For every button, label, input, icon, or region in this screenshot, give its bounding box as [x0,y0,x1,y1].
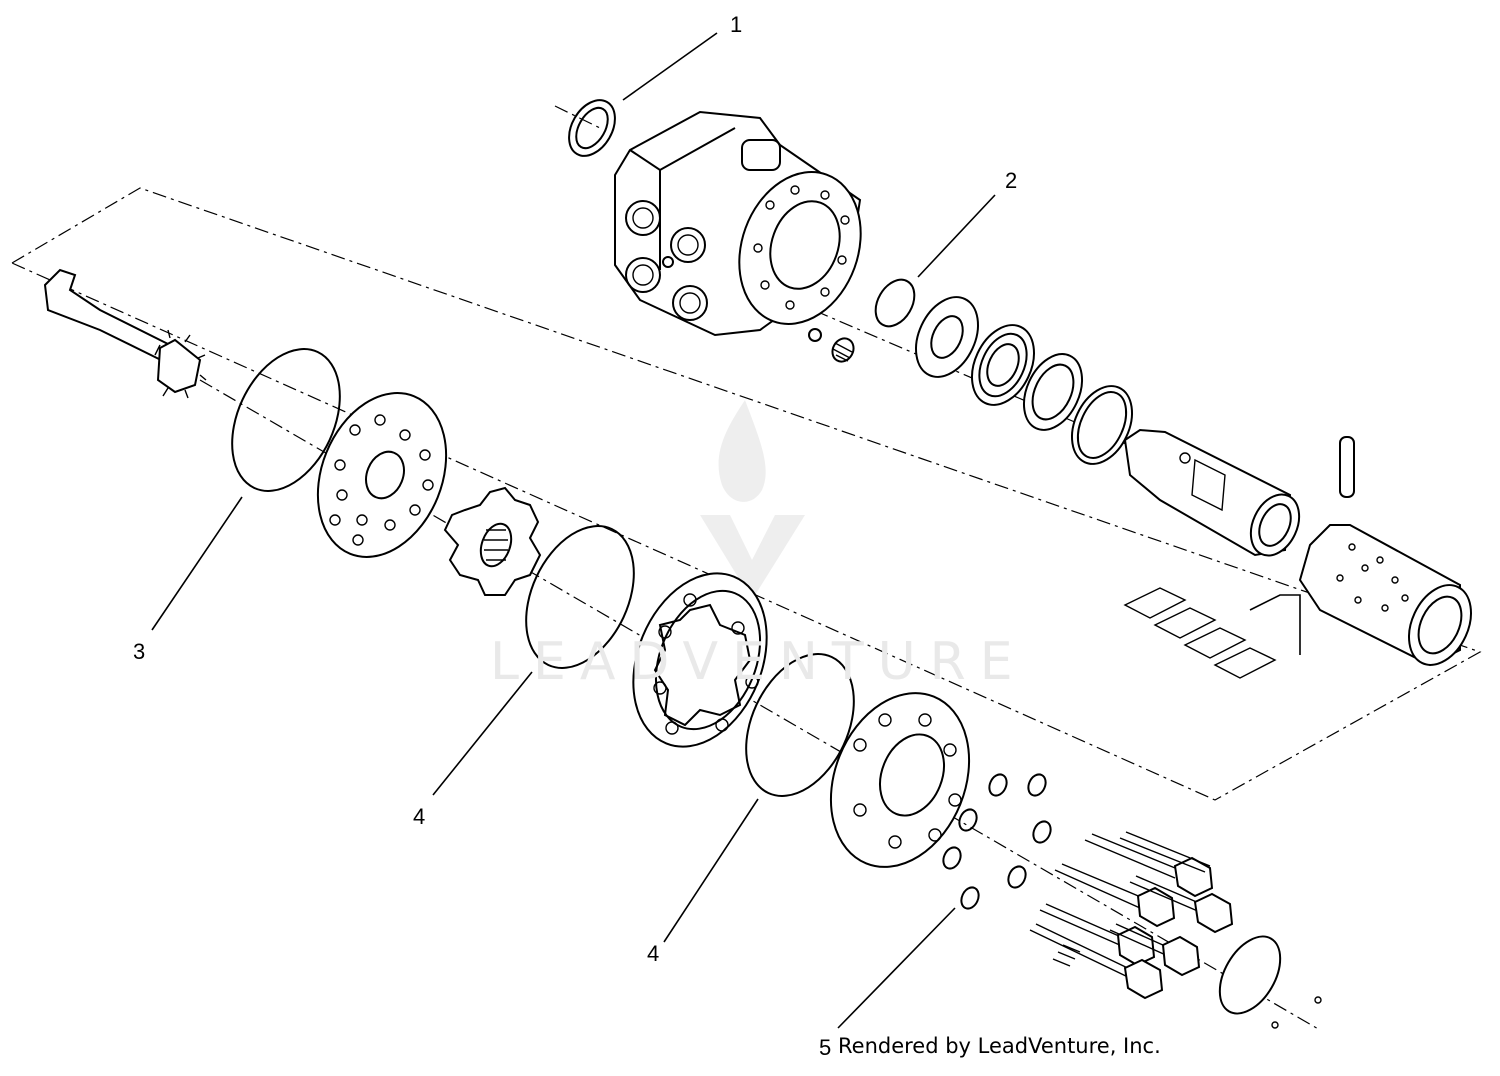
callout-5: 5 [819,1035,832,1060]
callout-4a: 4 [413,804,426,829]
large-seal-4a-part [525,525,635,669]
valve-housing-part [614,110,862,337]
bearing-race-part [1022,353,1084,431]
callout-3: 3 [133,639,146,664]
needle-bearing-part [971,324,1035,406]
spacer-plate-part [316,392,448,558]
spool-part [1123,428,1301,557]
render-credit: Rendered by LeadVenture, Inc. [838,1034,1161,1058]
seal-ring-part [568,99,616,157]
large-seal-3-part [231,348,341,492]
callout-1: 1 [730,12,743,37]
small-o-ring-part [874,278,916,328]
sleeve-part [1298,524,1472,667]
gerotor-star-part [443,486,542,596]
end-plug-part [1218,935,1322,1029]
watermark-logo-icon [700,400,805,600]
assembly-boundary [11,187,1482,801]
centering-pin-part [1339,436,1355,498]
seal-washers-part [942,773,1052,910]
watermark-text: LEADVENTURE [490,632,1027,692]
leader-lines [151,32,996,1029]
end-cap-part [829,692,971,868]
check-valve-spring-part [831,337,855,363]
centering-springs-part [1123,587,1301,679]
thrust-washer-part [915,296,979,378]
drive-shaft-part [43,268,207,399]
retaining-ring-part [1071,385,1133,465]
callout-4b: 4 [647,941,660,966]
check-ball-part [808,328,822,342]
cap-screws-part [1029,831,1234,1000]
callout-2: 2 [1005,168,1018,193]
gerotor-ring-part [632,572,768,748]
